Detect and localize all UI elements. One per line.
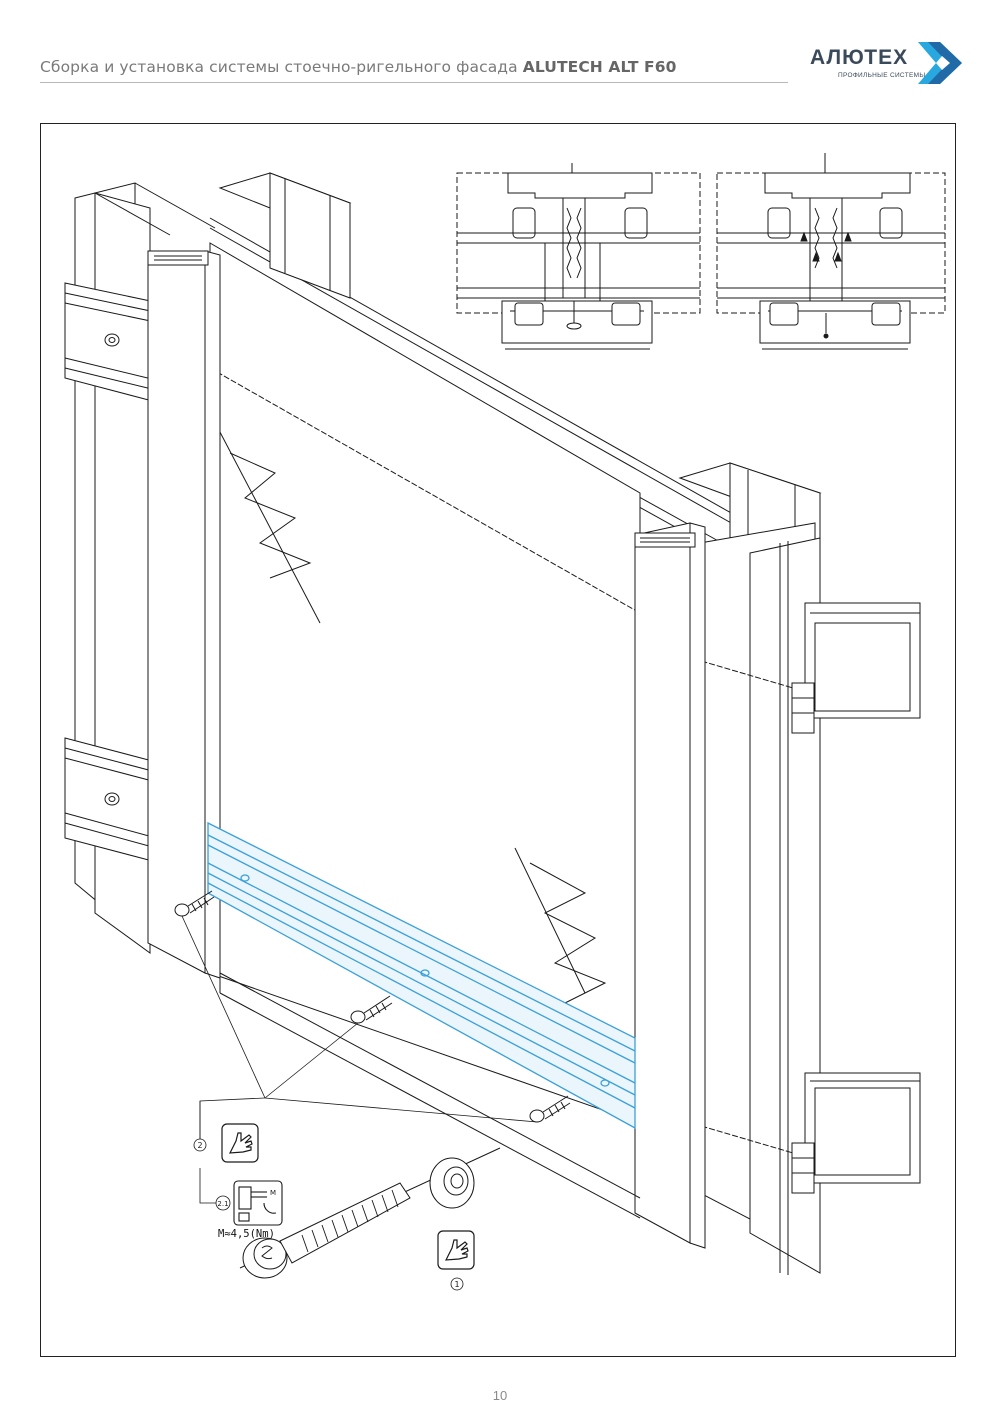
screw-2 bbox=[350, 995, 393, 1024]
right-transom-tube-lower bbox=[804, 1072, 921, 1184]
document-title: Сборка и установка системы стоечно-ригел… bbox=[40, 58, 677, 76]
exploded-washer bbox=[429, 1157, 475, 1209]
left-front-cover bbox=[147, 250, 221, 979]
screw-3 bbox=[529, 1095, 571, 1123]
left-clamp-strip-mid bbox=[64, 737, 161, 864]
cross-section-right bbox=[716, 153, 946, 350]
assembly-drawing: M 2 2.1 1 bbox=[64, 153, 946, 1291]
hand-pointing-icon bbox=[437, 1230, 475, 1270]
step-label-1: 1 bbox=[454, 1280, 459, 1289]
right-transom-tube-upper bbox=[804, 602, 921, 719]
leader-lines bbox=[181, 915, 538, 1204]
bottom-transom bbox=[219, 972, 641, 1219]
transom-clamp-strip-highlighted bbox=[207, 821, 636, 1130]
drawing-frame bbox=[40, 123, 956, 1357]
step-label-2-1: 2.1 bbox=[217, 1200, 228, 1208]
left-clamp-strip-top bbox=[64, 282, 161, 404]
header-divider bbox=[40, 82, 788, 83]
hand-pointing-icon bbox=[221, 1123, 259, 1163]
document-title-product: ALUTECH ALT F60 bbox=[522, 58, 677, 76]
cross-section-left bbox=[456, 163, 701, 350]
screwdriver-torque-icon: M bbox=[233, 1180, 283, 1226]
right-front-cover bbox=[634, 522, 706, 1249]
right-joint-details bbox=[791, 682, 815, 1194]
step-label-2: 2 bbox=[197, 1141, 202, 1150]
svg-text:M: M bbox=[270, 1189, 276, 1197]
step-circles bbox=[193, 1138, 464, 1291]
logo-name: АЛЮТЕХ bbox=[810, 46, 909, 69]
exploded-screw bbox=[239, 1147, 501, 1279]
document-title-prefix: Сборка и установка системы стоечно-ригел… bbox=[40, 58, 523, 76]
logo-tagline: ПРОФИЛЬНЫЕ СИСТЕМЫ bbox=[838, 72, 926, 79]
torque-value: M≈4,5(Nm) bbox=[218, 1228, 275, 1240]
page-number: 10 bbox=[492, 1388, 508, 1403]
company-logo: АЛЮТЕХ ПРОФИЛЬНЫЕ СИСТЕМЫ bbox=[810, 42, 962, 86]
logo-mark-icon bbox=[918, 42, 962, 84]
